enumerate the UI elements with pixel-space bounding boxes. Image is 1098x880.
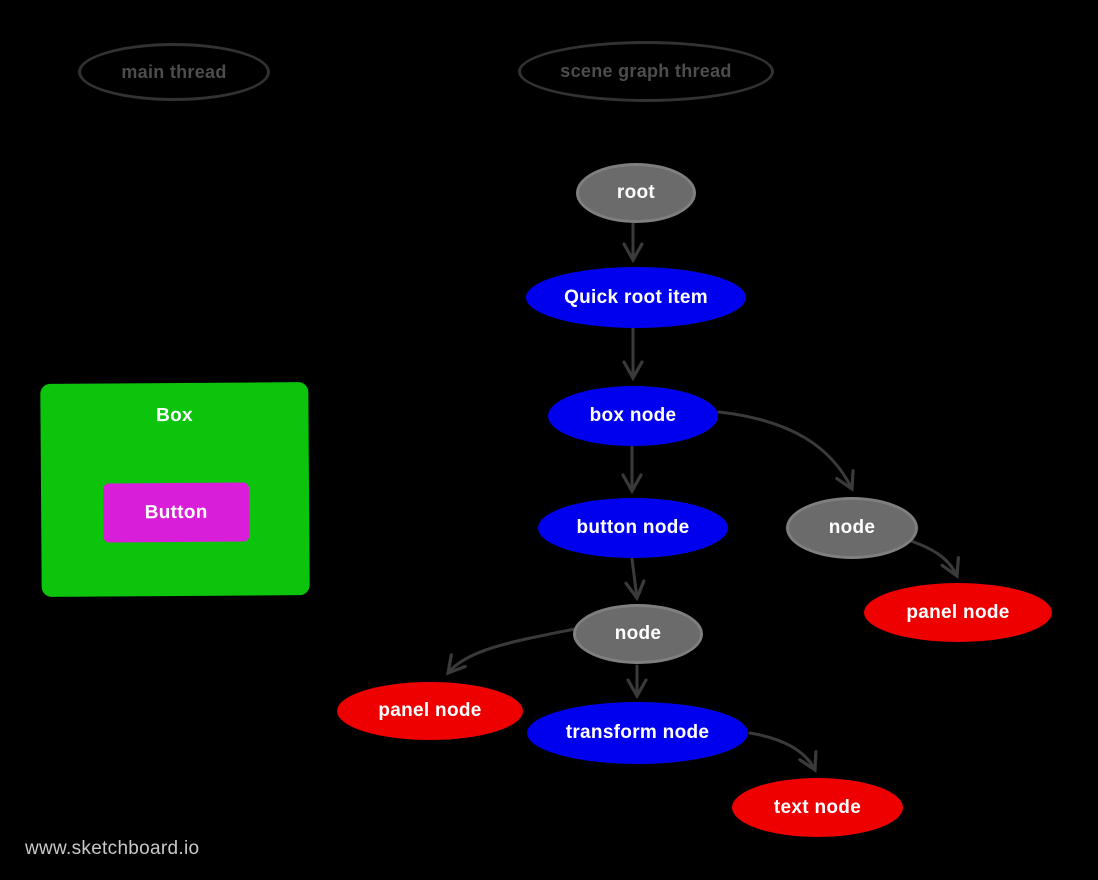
node-text-node[interactable]: text node — [732, 778, 903, 837]
node-text-node-label: text node — [773, 796, 862, 818]
sketchboard-watermark: www.sketchboard.io — [25, 838, 200, 859]
node-upper-label: node — [828, 517, 876, 538]
node-panel-node-left[interactable]: panel node — [337, 682, 523, 740]
node-quick-root-item-label: Quick root item — [564, 286, 708, 308]
box-label: Box — [156, 404, 193, 427]
main-thread-ellipse[interactable]: main thread — [78, 43, 270, 101]
edge-box-node-to-node-upper — [717, 410, 855, 492]
node-lower[interactable]: node — [573, 604, 703, 664]
node-panel-node-right-label: panel node — [906, 601, 1010, 623]
edge-node-upper-to-panel-node-right — [906, 538, 960, 579]
node-box-node[interactable]: box node — [548, 386, 718, 446]
box-shape[interactable]: Box Button — [40, 382, 310, 597]
button-label: Button — [144, 501, 208, 523]
node-button-node[interactable]: button node — [538, 498, 728, 558]
node-lower-label: node — [614, 623, 662, 644]
edge-node-lower-to-panel-node-left — [445, 627, 577, 676]
button-shape[interactable]: Button — [102, 482, 250, 543]
edge-button-node-to-node-lower — [624, 557, 646, 602]
node-box-node-label: box node — [589, 405, 677, 426]
node-root-label: root — [616, 182, 656, 203]
node-transform-node[interactable]: transform node — [527, 702, 748, 764]
node-upper[interactable]: node — [786, 497, 918, 559]
node-panel-node-right[interactable]: panel node — [864, 583, 1052, 642]
scene-graph-thread-label: scene graph thread — [560, 61, 732, 81]
node-panel-node-left-label: panel node — [378, 700, 482, 721]
node-root[interactable]: root — [576, 163, 696, 223]
node-transform-node-label: transform node — [565, 722, 710, 743]
node-button-node-label: button node — [576, 517, 690, 538]
node-quick-root-item[interactable]: Quick root item — [526, 267, 746, 328]
edge-transform-node-to-text-node — [748, 731, 818, 773]
main-thread-label: main thread — [121, 61, 227, 82]
scene-graph-thread-ellipse[interactable]: scene graph thread — [518, 41, 774, 102]
